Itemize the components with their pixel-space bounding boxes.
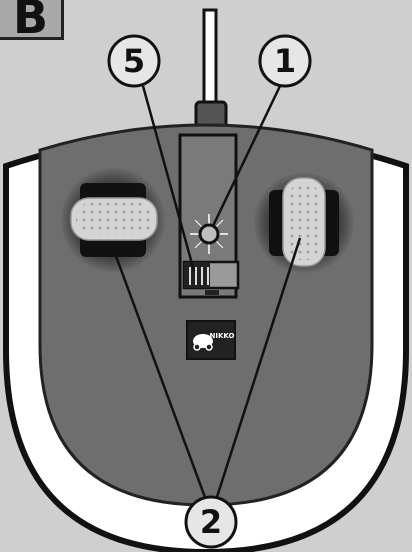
left-control-stick[interactable] bbox=[61, 168, 165, 272]
indicator-light bbox=[190, 214, 228, 254]
callout-5-number: 5 bbox=[123, 42, 145, 80]
callout-1-number: 1 bbox=[274, 42, 296, 80]
callout-2-number: 2 bbox=[200, 503, 222, 541]
callout-2: 2 bbox=[186, 497, 236, 547]
logo-text: NIKKO bbox=[210, 332, 235, 340]
nikko-logo-badge: NIKKO bbox=[187, 321, 235, 359]
callout-1: 1 bbox=[260, 36, 310, 86]
antenna bbox=[196, 10, 226, 142]
callout-5: 5 bbox=[109, 36, 159, 86]
right-control-stick[interactable] bbox=[254, 173, 354, 273]
